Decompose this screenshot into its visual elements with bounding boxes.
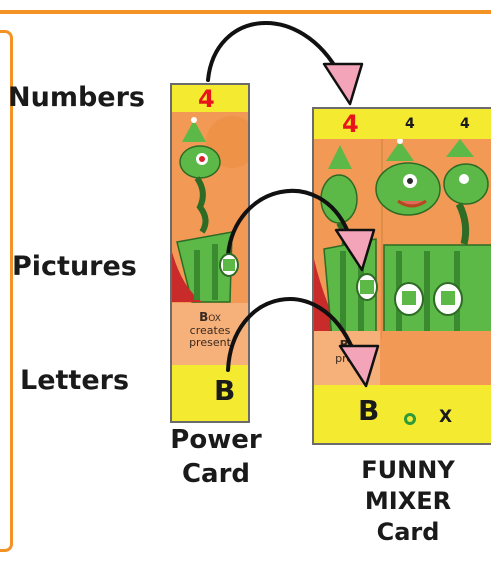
- mixer-card-caption: FUNNY MIXER Card: [338, 455, 478, 549]
- arrow-numbers-curve: [208, 23, 340, 80]
- arrow-numbers-head: [324, 64, 362, 104]
- power-caption-line2: Card: [146, 458, 286, 492]
- arrow-pictures-curve: [228, 191, 348, 255]
- arrow-pictures-head: [336, 230, 374, 270]
- arrow-letters-head: [340, 346, 378, 386]
- mixer-caption-line2: MIXER: [338, 486, 478, 517]
- mixer-caption-line1: FUNNY: [338, 455, 478, 486]
- arrow-letters-curve: [228, 299, 353, 370]
- mixer-caption-line3: Card: [338, 517, 478, 548]
- power-card-caption: Power Card: [146, 424, 286, 492]
- power-caption-line1: Power: [146, 424, 286, 458]
- present-icon: [220, 254, 238, 276]
